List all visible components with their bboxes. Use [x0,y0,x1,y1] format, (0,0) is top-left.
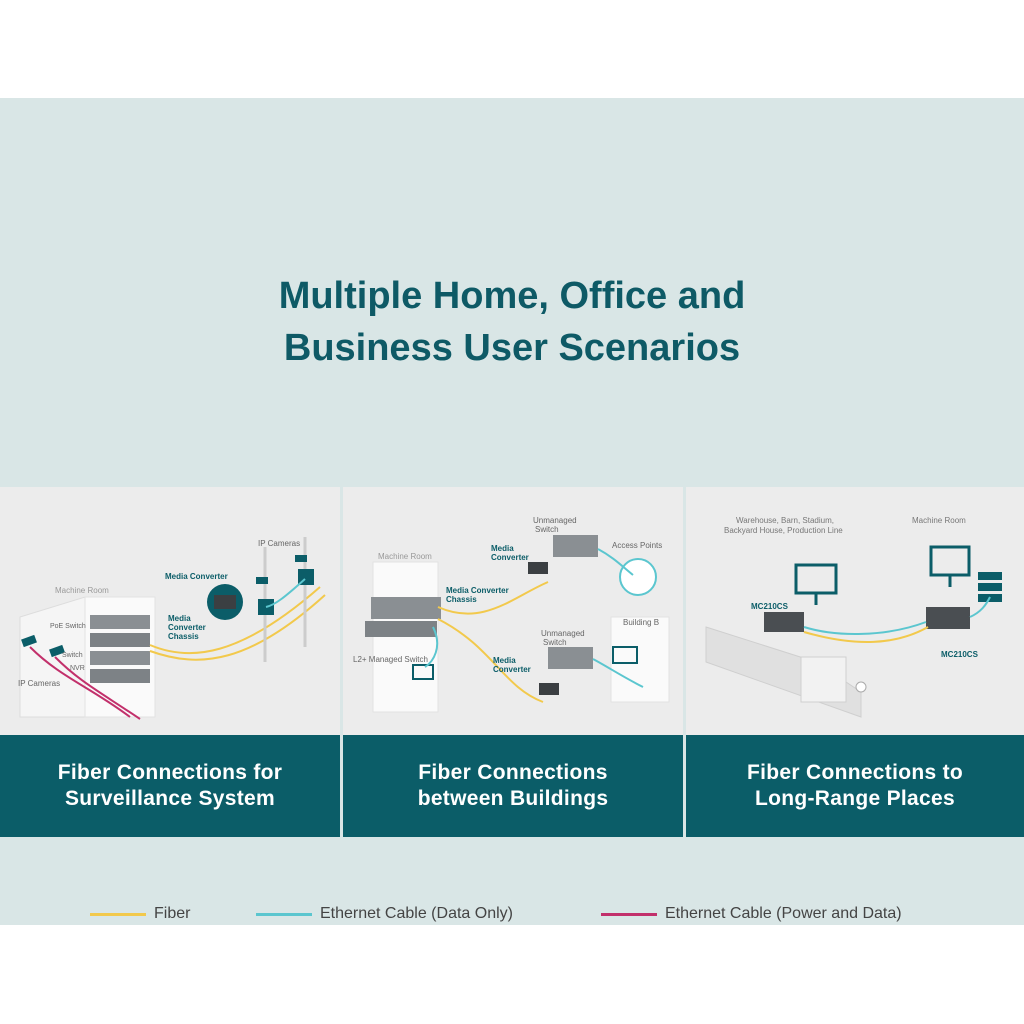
label-chassis-1: Media Converter [446,586,509,595]
caption-line-2: Surveillance System [65,787,275,810]
caption-long-range: Fiber Connections to Long-Range Places [686,735,1024,837]
ethernet-power-cable [54,656,141,720]
title-line-1: Multiple Home, Office and [278,275,746,317]
fiber-cable [437,581,549,615]
label-chassis-3: Chassis [168,632,199,641]
label-media-bottom-1: Media [493,656,516,665]
title-line-2: Business User Scenarios [283,327,741,369]
label-warehouse-2: Backyard House, Production Line [724,526,843,535]
caption-line-2: Long-Range Places [755,787,955,810]
label-unmanaged-bottom-1: Unmanaged [541,629,585,638]
legend-label: Fiber [154,905,191,922]
fiber-cable [803,626,929,643]
ethernet-data-cable [424,626,439,668]
switch-stack-icon [90,615,150,683]
fiber-cable [149,586,321,655]
camera-icon [256,577,268,584]
ethernet-data-cable [597,548,634,576]
media-converter-icon [539,683,559,695]
label-mc-right: MC210CS [941,650,979,659]
label-media-top-2: Converter [491,553,529,562]
unmanaged-switch-icon [548,647,593,669]
monitor-icon [412,664,434,680]
camera-icon [21,634,65,658]
page-title: Multiple Home, Office and Business User … [0,270,1024,374]
fiber-cable [149,594,326,661]
machine-icon [800,656,847,703]
camera-icon [295,555,307,562]
label-chassis-2: Chassis [446,595,477,604]
buildings-illustration: Machine Room Media Converter Chassis L2+… [343,487,683,735]
ethernet-data-cable [592,658,644,688]
caption-line-1: Fiber Connections [418,761,608,784]
fiber-cable [437,618,544,703]
mc210cs-icon [926,607,970,629]
label-chassis-1: Media [168,614,191,623]
scenario-long-range: Warehouse, Barn, Stadium, Backyard House… [686,487,1024,837]
legend-ethernet-data: Ethernet Cable (Data Only) [256,900,513,928]
label-machine-room: Machine Room [912,516,966,525]
label-unmanaged-top-1: Unmanaged [533,516,577,525]
surveillance-illustration: Machine Room PoE Switch Switch NVR IP Ca… [0,487,340,735]
ethernet-data-cable [803,621,927,635]
monitor-icon [929,545,971,577]
caption-line-1: Fiber Connections for [57,761,283,784]
legend: Fiber Ethernet Cable (Data Only) Etherne… [0,900,1024,928]
caption-line-1: Fiber Connections to [747,761,963,784]
media-converter-icon [528,562,548,574]
buildings-diagram: Machine Room Media Converter Chassis L2+… [353,516,670,713]
monitor-icon [612,646,638,664]
scenario-surveillance: Machine Room PoE Switch Switch NVR IP Ca… [0,487,340,837]
label-machine-room: Machine Room [378,552,432,561]
legend-label: Ethernet Cable (Data Only) [320,905,513,922]
label-media-converter: Media Converter [165,572,228,581]
legend-ethernet-power: Ethernet Cable (Power and Data) [601,900,902,928]
label-unmanaged-bottom-2: Switch [543,638,567,647]
legend-label: Ethernet Cable (Power and Data) [665,905,902,922]
caption-line-2: between Buildings [417,787,609,810]
caption-buildings: Fiber Connections between Buildings [343,735,683,837]
label-l2-switch: L2+ Managed Switch [353,655,428,664]
label-mc-left: MC210CS [751,602,789,611]
scenario-buildings: Machine Room Media Converter Chassis L2+… [343,487,683,837]
access-point-icon [619,558,657,596]
ethernet-data-cable [265,578,306,608]
monitor-icon [794,563,838,595]
label-access-points: Access Points [612,541,662,550]
label-media-bottom-2: Converter [493,665,531,674]
ethernet-data-cable [969,596,991,618]
caption-surveillance: Fiber Connections for Surveillance Syste… [0,735,340,837]
legend-swatch-ethernet-data [256,912,312,916]
long-range-illustration: Warehouse, Barn, Stadium, Backyard House… [686,487,1024,735]
worker-icon [855,681,867,693]
label-poe-switch: PoE Switch [50,623,86,630]
label-warehouse-1: Warehouse, Barn, Stadium, [736,516,834,525]
label-switch: Switch [62,652,83,659]
legend-swatch-ethernet-power [601,912,657,916]
label-ip-cameras-right: IP Cameras [258,539,300,548]
chassis-icon [365,597,441,637]
unmanaged-switch-icon [553,535,598,557]
ethernet-power-cable [29,646,131,718]
scenario-panels: Machine Room PoE Switch Switch NVR IP Ca… [0,487,1024,837]
label-unmanaged-top-2: Switch [535,525,559,534]
long-range-diagram: Warehouse, Barn, Stadium, Backyard House… [705,516,1002,718]
mc210cs-icon [764,612,804,632]
label-building-b: Building B [623,618,659,627]
label-ip-cameras-left: IP Cameras [18,679,60,688]
label-machine-room: Machine Room [55,586,109,595]
label-nvr: NVR [70,665,85,672]
legend-swatch-fiber [90,912,146,916]
legend-fiber: Fiber [90,900,190,928]
building-b-icon [610,616,670,703]
label-media-top-1: Media [491,544,514,553]
label-chassis-2: Converter [168,623,206,632]
surveillance-diagram: Machine Room PoE Switch Switch NVR IP Ca… [18,537,326,720]
